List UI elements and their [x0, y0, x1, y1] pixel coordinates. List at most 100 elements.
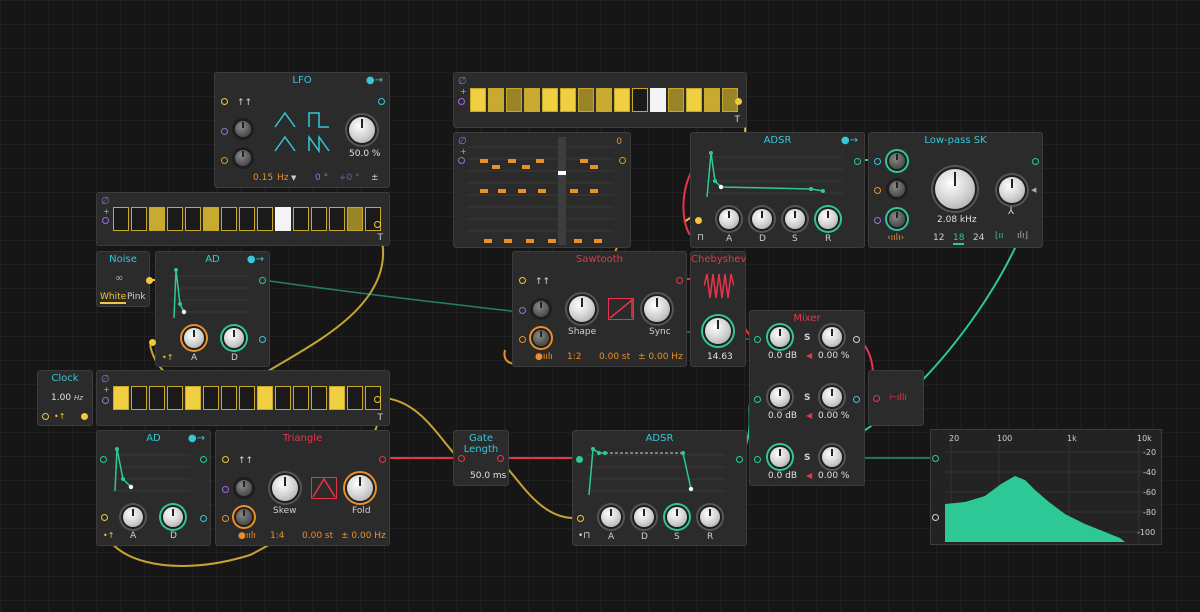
output-arrow-icon[interactable]: ●→ — [840, 135, 858, 146]
triangle-gate-input[interactable] — [222, 456, 229, 463]
step[interactable] — [275, 207, 291, 231]
lowpass-res-mod-knob[interactable] — [889, 211, 905, 227]
adsr2-output-left[interactable] — [576, 456, 583, 463]
adsr1-attack-knob[interactable] — [719, 209, 739, 229]
plus-icon[interactable]: + — [103, 385, 110, 394]
noise-pink-option[interactable]: Pink — [127, 292, 146, 302]
step[interactable] — [149, 386, 165, 410]
ad2-attack-knob[interactable] — [123, 507, 143, 527]
lowpass-res-input[interactable] — [874, 217, 881, 224]
step[interactable] — [596, 88, 612, 112]
step[interactable] — [506, 88, 522, 112]
mixer-input-1[interactable] — [754, 336, 761, 343]
roll-input[interactable] — [458, 157, 465, 164]
step[interactable] — [203, 207, 219, 231]
reset-icon[interactable]: ∅ — [101, 374, 110, 385]
ad2-decay-knob[interactable] — [163, 507, 183, 527]
step[interactable] — [347, 207, 363, 231]
step[interactable] — [293, 386, 309, 410]
step[interactable] — [221, 386, 237, 410]
mixer-solo-3[interactable]: S — [804, 453, 811, 463]
step[interactable] — [704, 88, 720, 112]
step[interactable] — [221, 207, 237, 231]
triangle-mod-input[interactable] — [222, 486, 229, 493]
step[interactable] — [275, 386, 291, 410]
speaker-icon[interactable]: ◀ — [806, 471, 813, 480]
mixer-solo-1[interactable]: S — [804, 333, 811, 343]
ad2-envelope-graph[interactable] — [111, 445, 191, 495]
adsr2-sustain-knob[interactable] — [667, 507, 687, 527]
step[interactable] — [185, 207, 201, 231]
ad1-mod-output[interactable] — [259, 336, 266, 343]
step[interactable] — [203, 386, 219, 410]
step[interactable] — [668, 88, 684, 112]
ad1-output[interactable] — [259, 277, 266, 284]
output-arrow-icon[interactable]: ●→ — [365, 75, 383, 86]
step[interactable] — [239, 207, 255, 231]
step[interactable] — [239, 386, 255, 410]
filter-mode-icon[interactable]: ‹ıılı› — [887, 233, 905, 243]
mixer-input-3[interactable] — [754, 456, 761, 463]
step[interactable] — [131, 386, 147, 410]
adsr1-decay-knob[interactable] — [752, 209, 772, 229]
step[interactable] — [488, 88, 504, 112]
sawtooth-mod-input[interactable] — [519, 307, 526, 314]
sawtooth-detune-value[interactable]: 0.00 st — [599, 352, 631, 362]
seq2-input[interactable] — [102, 397, 109, 404]
ad2-gate-input[interactable] — [101, 514, 108, 521]
step[interactable] — [542, 88, 558, 112]
sawtooth-osc-icon[interactable]: ●ıılı — [535, 352, 553, 362]
step[interactable] — [524, 88, 540, 112]
output-input[interactable] — [873, 395, 880, 402]
step[interactable] — [311, 207, 327, 231]
adsr1-release-knob[interactable] — [818, 209, 838, 229]
reset-icon[interactable]: ∅ — [458, 136, 467, 147]
seq2-gate-output[interactable] — [374, 396, 381, 403]
roll-output[interactable] — [619, 157, 626, 164]
ad1-gate-input[interactable] — [149, 339, 156, 346]
step[interactable] — [470, 88, 486, 112]
ad1-attack-knob[interactable] — [184, 328, 204, 348]
gate-length-output[interactable] — [497, 455, 504, 462]
mixer-mix-input-2[interactable] — [853, 396, 860, 403]
lowpass-cutoff-input[interactable] — [874, 187, 881, 194]
adsr2-output[interactable] — [736, 456, 743, 463]
step[interactable] — [113, 386, 129, 410]
speaker-output-icon[interactable]: ⊢ıllı — [889, 393, 907, 403]
lfo-output[interactable] — [378, 98, 385, 105]
step[interactable] — [650, 88, 666, 112]
chevron-left-icon[interactable]: ◀ — [1031, 186, 1037, 194]
step[interactable] — [614, 88, 630, 112]
mixer-mix-knob-2[interactable] — [822, 387, 842, 407]
gate-length-value[interactable]: 50.0 ms — [470, 471, 507, 481]
step[interactable] — [257, 386, 273, 410]
sawtooth-shape-knob[interactable] — [569, 296, 595, 322]
step[interactable] — [149, 207, 165, 231]
lowpass-mod-knob[interactable] — [889, 153, 905, 169]
gate-icon[interactable]: ⊓ — [697, 233, 705, 243]
noise-white-option[interactable]: White — [100, 292, 127, 304]
clock-reset-input[interactable] — [42, 413, 49, 420]
lowpass-shape-icon[interactable]: ⌊ıı — [995, 231, 1004, 241]
step[interactable] — [560, 88, 576, 112]
lfo-phase-value[interactable]: 0 ° — [315, 173, 329, 183]
seq3-steps[interactable] — [470, 88, 738, 112]
clock-rate-value[interactable]: 1.00 — [51, 393, 72, 403]
lfo-gate-input[interactable] — [221, 98, 228, 105]
lowpass-cutoff-mod-knob[interactable] — [889, 181, 905, 197]
lfo-amount-knob[interactable] — [349, 117, 375, 143]
lfo-offset-value[interactable]: +0 ° — [339, 173, 360, 183]
trigger-icon[interactable]: •↑ — [103, 531, 115, 540]
lowpass-resonance-knob[interactable] — [999, 177, 1025, 203]
lowpass-slope-18[interactable]: 18 — [953, 233, 965, 245]
lfo-mod-knob[interactable] — [235, 121, 251, 137]
seq1-gate-output[interactable] — [374, 221, 381, 228]
highpass-shape-icon[interactable]: ılı⌋ — [1017, 231, 1029, 241]
step[interactable] — [578, 88, 594, 112]
clock-trigger-icon[interactable]: •↑ — [54, 412, 66, 421]
trigger-icon[interactable]: •↑ — [162, 353, 174, 362]
sawtooth-output[interactable] — [676, 277, 683, 284]
spectrum-input[interactable] — [932, 455, 939, 462]
plus-icon[interactable]: + — [460, 147, 467, 156]
ad2-output-right[interactable] — [200, 456, 207, 463]
